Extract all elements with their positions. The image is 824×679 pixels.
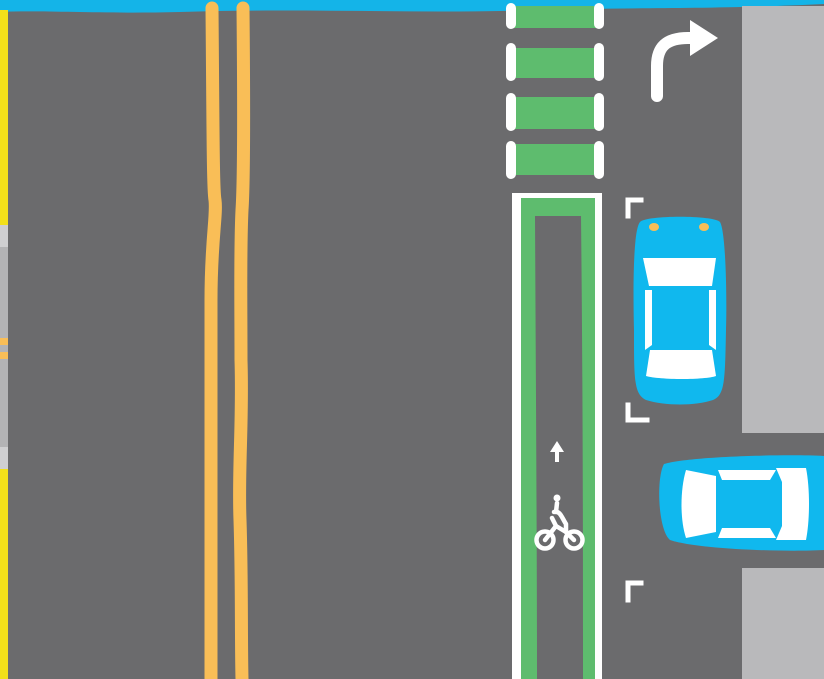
- bike-crossing-markings: [506, 3, 604, 179]
- right-turn-arrow-icon: [651, 20, 718, 102]
- up-arrow-icon: [550, 441, 564, 462]
- yellow-centerline: [204, 1, 251, 679]
- moving-car: [659, 455, 824, 551]
- bike-lane: [512, 193, 602, 679]
- sidewalk: [742, 6, 824, 679]
- left-curb: [0, 10, 8, 679]
- parked-car: [633, 216, 727, 405]
- bicycle-rider-icon: [534, 494, 585, 551]
- parking-corner-marks: [625, 197, 650, 603]
